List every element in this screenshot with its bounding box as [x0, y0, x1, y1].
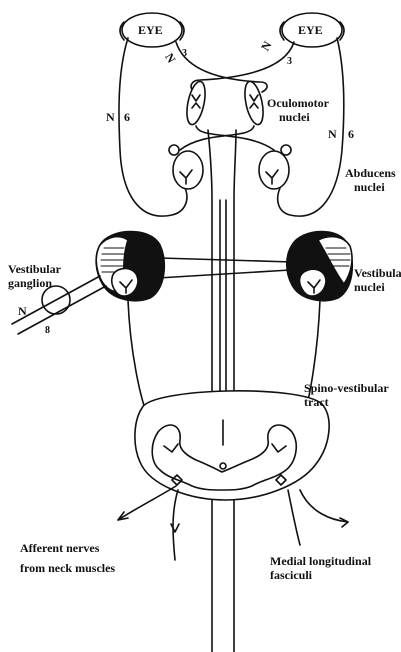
- label-afferent-2: from neck muscles: [20, 561, 115, 575]
- label-n6-right-num: 6: [348, 128, 354, 140]
- label-n3-right-num: 3: [287, 56, 292, 68]
- label-eye-left: EYE: [138, 23, 163, 37]
- label-oculomotor-1: Oculomotor: [267, 96, 329, 110]
- right-afferent-arrowhead: [340, 518, 348, 527]
- label-n3-left-num: 3: [182, 48, 187, 60]
- label-n6-left-num: 6: [124, 111, 130, 123]
- label-vestibular-ganglion-2: ganglion: [8, 276, 52, 290]
- label-spino-vestibular-1: Spino-vestibular: [304, 381, 389, 395]
- label-n6-left-n: N: [106, 111, 115, 123]
- left-abducens-nerve: [119, 38, 187, 216]
- vestibular-commissure: [158, 258, 292, 278]
- abducens-nuclei: [169, 145, 291, 189]
- label-vestibular-nuclei-1: Vestibular: [354, 266, 401, 280]
- label-n8-n: N: [18, 305, 27, 317]
- label-n8-num: 8: [45, 325, 50, 337]
- label-mlf-1: Medial longitudinal: [270, 554, 371, 568]
- label-mlf-2: fasciculi: [270, 568, 312, 582]
- label-n6-right-n: N: [328, 128, 337, 140]
- spinal-cord-section: [135, 391, 329, 500]
- left-vestibular-nuclei: [96, 231, 164, 300]
- oculomotor-nuclei: [184, 80, 267, 126]
- label-abducens-1: Abducens: [345, 166, 396, 180]
- label-spino-vestibular-2: tract: [304, 395, 329, 409]
- label-afferent-1: Afferent nerves: [20, 541, 99, 555]
- right-oculomotor-nerve: [191, 42, 294, 92]
- right-vestibular-nuclei: [287, 231, 353, 300]
- label-vestibular-nuclei-2: nuclei: [354, 280, 385, 294]
- right-afferent-nerve: [300, 490, 348, 522]
- afferent-arrowhead-bottom: [171, 524, 179, 532]
- afferent-nerve-upper: [118, 486, 176, 520]
- label-abducens-2: nuclei: [354, 180, 385, 194]
- afferent-nerve-lower: [173, 490, 178, 560]
- label-vestibular-ganglion-1: Vestibular: [8, 262, 61, 276]
- label-oculomotor-2: nuclei: [279, 110, 310, 124]
- label-eye-right: EYE: [298, 23, 323, 37]
- mlf-descending-right: [288, 490, 300, 545]
